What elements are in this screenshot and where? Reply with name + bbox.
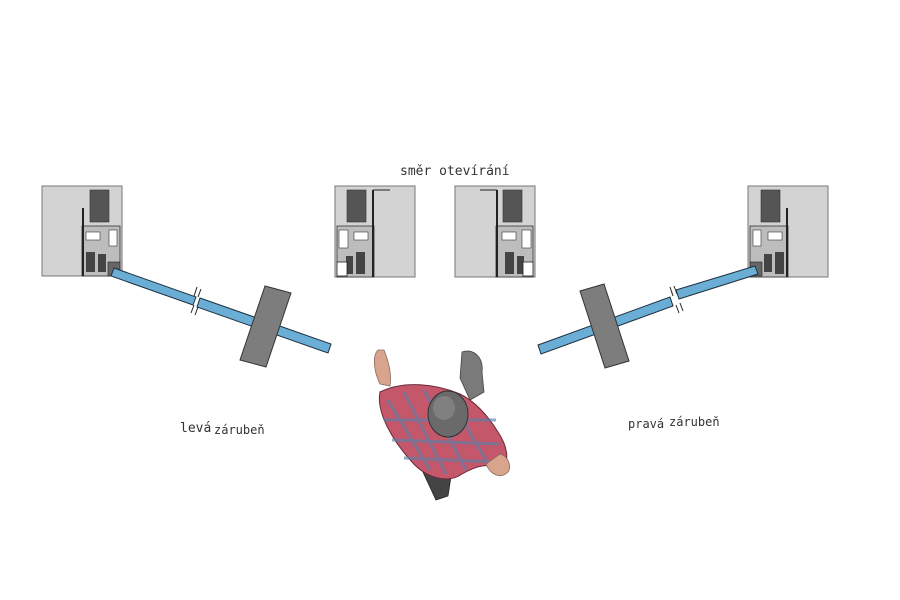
center-right-hinge xyxy=(522,261,534,277)
center-left-gap-2 xyxy=(353,231,369,241)
right-door-handle xyxy=(579,283,630,369)
center-right-frame-section xyxy=(454,185,536,278)
center-right-seal xyxy=(505,252,514,274)
left-frame-seal-1 xyxy=(86,252,95,272)
right-frame-seal-2 xyxy=(764,254,772,272)
opening-direction-label: směr otevírání xyxy=(400,164,510,179)
center-left-dark-block xyxy=(346,189,367,223)
center-left-hinge xyxy=(336,261,348,277)
right-frame-seal-1 xyxy=(775,252,784,274)
left-frame-dark-block xyxy=(89,189,110,223)
left-glass-segment-1 xyxy=(110,267,197,306)
left-label-word2: zárubeň xyxy=(214,423,265,437)
center-right-gap xyxy=(521,229,532,249)
left-door-leaf xyxy=(110,267,332,368)
left-frame-gap xyxy=(85,231,101,241)
center-left-seal-2 xyxy=(346,256,353,274)
right-label-word2: zárubeň xyxy=(669,415,720,429)
person-hair-highlight xyxy=(433,396,455,420)
person-top-view-icon xyxy=(374,349,510,501)
break-line-icon xyxy=(669,285,684,314)
right-frame-section xyxy=(747,185,829,278)
center-right-dark-block xyxy=(502,189,523,223)
right-frame-dark-block xyxy=(760,189,781,223)
left-frame-section xyxy=(41,185,123,277)
left-label-word: levá xyxy=(180,421,211,436)
right-door-leaf xyxy=(537,265,759,369)
center-right-seal-2 xyxy=(517,256,524,274)
center-right-gap-2 xyxy=(501,231,517,241)
right-label-word: pravá xyxy=(628,417,664,431)
person-left-arm xyxy=(374,349,391,387)
right-glass-segment-1 xyxy=(675,265,759,300)
left-door-handle xyxy=(239,285,292,368)
center-left-seal xyxy=(356,252,365,274)
center-left-gap xyxy=(338,229,349,249)
center-left-frame-section xyxy=(334,185,416,278)
left-frame-seal-2 xyxy=(98,254,106,272)
break-line-icon xyxy=(190,286,202,316)
left-frame-gap-2 xyxy=(108,229,118,247)
right-frame-gap-2 xyxy=(752,229,762,247)
person-right-leg xyxy=(459,350,485,401)
person-right-hand xyxy=(485,453,510,477)
right-frame-gap xyxy=(767,231,783,241)
